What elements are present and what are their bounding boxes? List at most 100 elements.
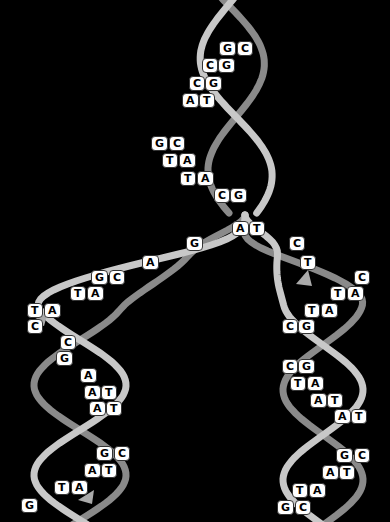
nucleotide-base: A bbox=[80, 368, 97, 383]
base-letter: C bbox=[358, 449, 366, 462]
nucleotide-base: T bbox=[54, 480, 70, 495]
nucleotide-base: T bbox=[290, 376, 306, 391]
base-letter: C bbox=[173, 137, 181, 150]
base-letter: T bbox=[334, 287, 342, 300]
nucleotide-base: T bbox=[27, 303, 43, 318]
base-letter: A bbox=[183, 154, 192, 167]
base-letter: T bbox=[105, 464, 113, 477]
base-letter: C bbox=[118, 447, 126, 460]
base-letter: C bbox=[286, 320, 294, 333]
base-letter: T bbox=[355, 410, 363, 423]
nucleotide-base: C bbox=[282, 359, 298, 374]
nucleotide-base: A bbox=[182, 93, 199, 108]
base-letter: A bbox=[84, 369, 93, 382]
backbone-strand bbox=[243, 215, 363, 522]
base-letter: C bbox=[241, 42, 249, 55]
base-letter: A bbox=[48, 304, 57, 317]
nucleotide-base: T bbox=[101, 463, 117, 478]
base-letter: A bbox=[91, 287, 100, 300]
nucleotide-base: G bbox=[298, 319, 315, 334]
base-letter: A bbox=[236, 222, 245, 235]
nucleotide-base: A bbox=[321, 303, 338, 318]
nucleotide-base: A bbox=[232, 221, 249, 236]
base-letter: C bbox=[293, 237, 301, 250]
base-letter: T bbox=[308, 304, 316, 317]
base-letter: T bbox=[343, 466, 351, 479]
nucleotide-base: T bbox=[300, 255, 316, 270]
nucleotide-base: C bbox=[214, 188, 230, 203]
nucleotide-base: A bbox=[44, 303, 61, 318]
base-letter: T bbox=[31, 304, 39, 317]
base-letter: G bbox=[223, 42, 232, 55]
nucleotide-base: T bbox=[339, 465, 355, 480]
base-letter: A bbox=[325, 304, 334, 317]
nucleotide-base: A bbox=[307, 376, 324, 391]
base-letter: G bbox=[234, 189, 243, 202]
nucleotide-base: C bbox=[189, 76, 205, 91]
nucleotide-base: T bbox=[101, 385, 117, 400]
base-letter: T bbox=[203, 94, 211, 107]
nucleotide-base: G bbox=[96, 446, 113, 461]
nucleotide-base: A bbox=[347, 286, 364, 301]
base-letter: T bbox=[294, 377, 302, 390]
base-letter: T bbox=[304, 256, 312, 269]
base-letter: C bbox=[31, 320, 39, 333]
nucleotide-base: T bbox=[162, 153, 178, 168]
nucleotide-base: T bbox=[199, 93, 215, 108]
nucleotide-base: T bbox=[330, 286, 346, 301]
nucleotide-base: C bbox=[295, 500, 311, 515]
base-letter: T bbox=[105, 386, 113, 399]
nucleotide-base: G bbox=[91, 270, 108, 285]
backbone-strand bbox=[34, 215, 245, 522]
nucleotide-base: T bbox=[106, 401, 122, 416]
nucleotide-base: G bbox=[56, 351, 73, 366]
nucleotide-base: A bbox=[197, 171, 214, 186]
nucleotide-base: C bbox=[27, 319, 43, 334]
nucleotide-base: C bbox=[282, 319, 298, 334]
base-letter: C bbox=[286, 360, 294, 373]
nucleotide-base: A bbox=[89, 401, 106, 416]
nucleotide-base: T bbox=[351, 409, 367, 424]
nucleotide-base: T bbox=[304, 303, 320, 318]
base-letter: G bbox=[302, 320, 311, 333]
nucleotide-base: C bbox=[289, 236, 305, 251]
base-letter: G bbox=[155, 137, 164, 150]
base-letter: C bbox=[113, 271, 121, 284]
nucleotide-base: A bbox=[142, 255, 159, 270]
base-letter: A bbox=[351, 287, 360, 300]
base-letter: C bbox=[218, 189, 226, 202]
base-letter: G bbox=[340, 449, 349, 462]
strand-arrowhead bbox=[296, 270, 312, 286]
base-letter: G bbox=[190, 237, 199, 250]
base-letter: T bbox=[296, 484, 304, 497]
nucleotide-base: C bbox=[202, 58, 218, 73]
base-letter: G bbox=[100, 447, 109, 460]
nucleotide-base: G bbox=[219, 41, 236, 56]
base-letter: G bbox=[222, 59, 231, 72]
base-letter: G bbox=[209, 77, 218, 90]
nucleotide-base: C bbox=[60, 335, 76, 350]
nucleotide-base: G bbox=[205, 76, 222, 91]
nucleotide-base: T bbox=[292, 483, 308, 498]
base-letter: A bbox=[93, 402, 102, 415]
nucleotide-base: T bbox=[70, 286, 86, 301]
base-letter: T bbox=[166, 154, 174, 167]
base-letter: T bbox=[74, 287, 82, 300]
nucleotide-base: G bbox=[186, 236, 203, 251]
nucleotide-base: T bbox=[249, 221, 265, 236]
base-letter: T bbox=[331, 394, 339, 407]
nucleotide-base: G bbox=[151, 136, 168, 151]
nucleotide-base: T bbox=[180, 171, 196, 186]
base-letter: A bbox=[146, 256, 155, 269]
nucleotide-base: C bbox=[354, 270, 370, 285]
base-letter: C bbox=[358, 271, 366, 284]
base-letter: C bbox=[64, 336, 72, 349]
base-letter: G bbox=[95, 271, 104, 284]
base-letter: G bbox=[25, 499, 34, 512]
nucleotide-base: G bbox=[21, 498, 38, 513]
base-letter: T bbox=[58, 481, 66, 494]
base-letter: A bbox=[314, 394, 323, 407]
base-letter: G bbox=[302, 360, 311, 373]
backbone-strand bbox=[208, 0, 264, 213]
